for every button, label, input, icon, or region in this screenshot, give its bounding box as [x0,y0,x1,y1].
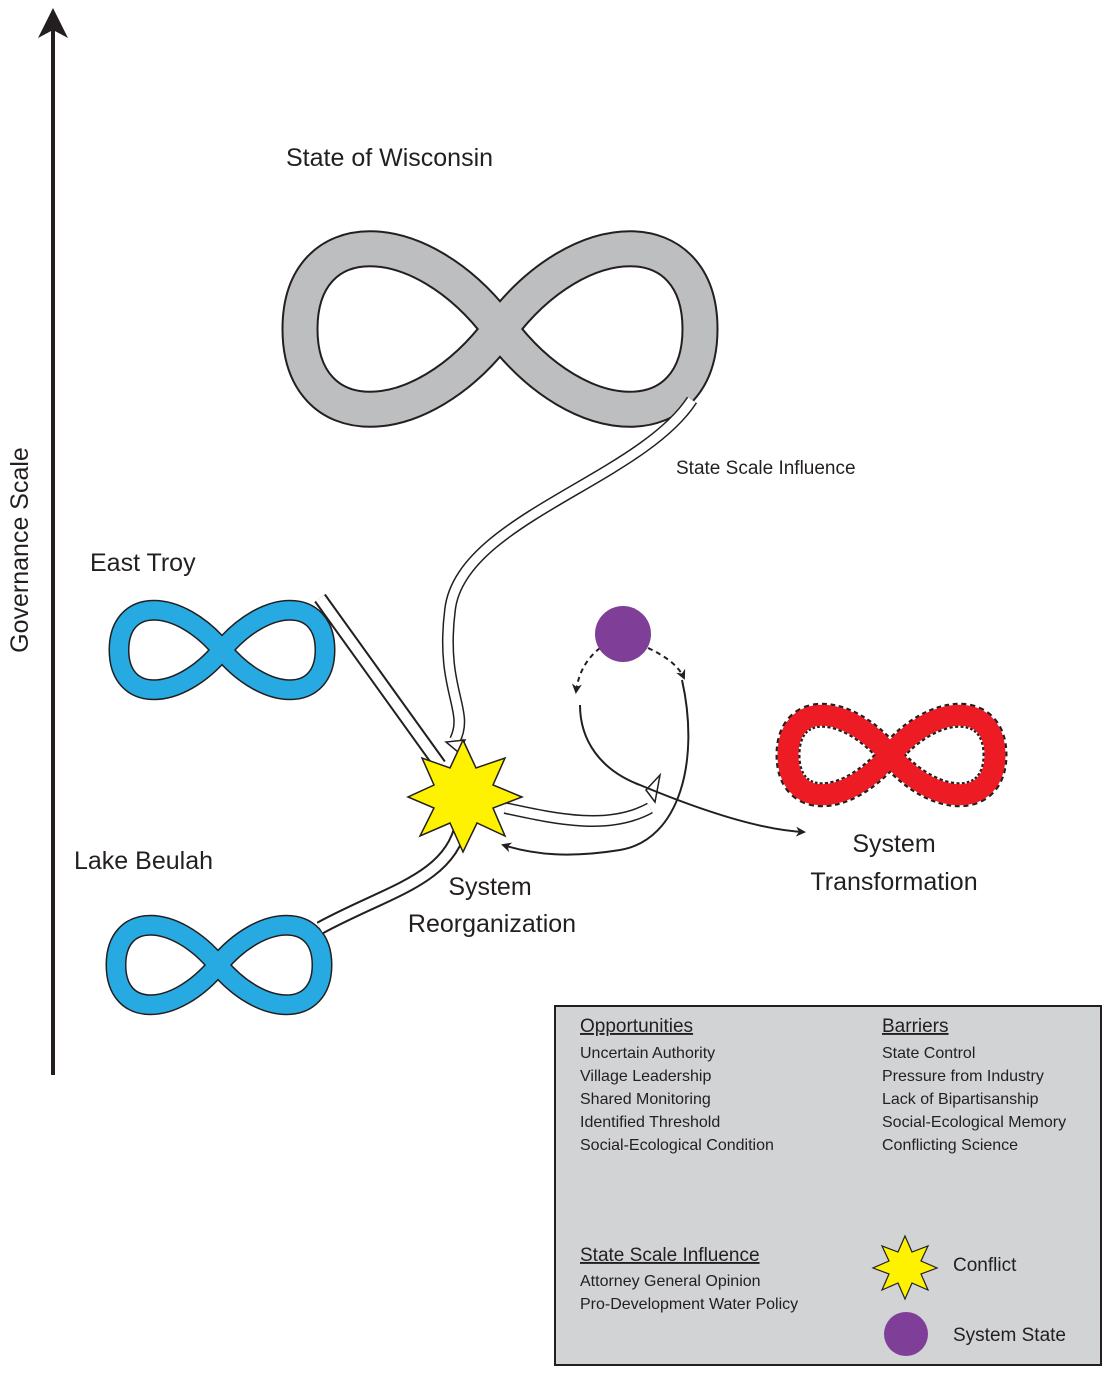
legend-state-influence: State Scale Influence Attorney General O… [580,1245,798,1313]
opportunities-title: Opportunities [580,1016,693,1037]
transformation-band [777,704,1006,806]
opportunity-item: Identified Threshold [580,1114,720,1131]
opportunity-item: Village Leadership [580,1068,711,1085]
influence-pathways: State Scale Influence [314,396,856,935]
axis-arrowhead-icon [38,8,68,38]
transformation-label-line2: Transformation [810,868,977,896]
opportunity-item: Uncertain Authority [580,1045,715,1062]
barrier-item: Pressure from Industry [882,1068,1044,1085]
barrier-item: Lack of Bipartisanship [882,1091,1039,1108]
transformation-cycle: System Transformation [775,702,1008,896]
lake-beulah-band [107,916,331,1014]
opportunity-item: Social-Ecological Condition [580,1137,774,1154]
reorganization-label-line2: Reorganization [408,910,576,938]
axis-label: Governance Scale [6,447,34,653]
east-troy-band [110,601,334,699]
state-dashed-left [571,647,601,694]
path-to-transformation [579,704,806,837]
lake-beulah-cycle: Lake Beulah [74,847,333,1016]
governance-scale-axis: Governance Scale [6,8,68,1075]
system-state-icon [884,1312,928,1356]
barrier-item: Social-Ecological Memory [882,1114,1066,1131]
state-influence-item: Attorney General Opinion [580,1273,761,1290]
state-influence-arrow [441,396,698,743]
legend-barriers: Barriers State Control Pressure from Ind… [882,1016,1066,1154]
barrier-item: State Control [882,1045,975,1062]
legend-background [554,1005,1102,1366]
feedback-to-reorganization [501,679,690,856]
barriers-title: Barriers [882,1016,949,1037]
conflict-label: Conflict [953,1255,1017,1276]
state-of-wisconsin-cycle: State of Wisconsin [281,144,719,428]
legend-conflict: Conflict [871,1234,1017,1301]
state-influence-title: State Scale Influence [580,1245,760,1266]
conflict-star-icon [406,738,525,854]
system-state-label: System State [953,1325,1066,1346]
system-state-circle [595,606,651,662]
reorganization-label-line1: System [448,873,531,901]
east-troy-label: East Troy [90,549,196,577]
barrier-item: Conflicting Science [882,1137,1018,1154]
state-cycle-band [283,232,717,426]
feedback-arrows [501,647,806,856]
state-label: State of Wisconsin [286,144,493,172]
conflict-icon [871,1234,939,1301]
legend: Opportunities Uncertain Authority Villag… [554,1005,1102,1366]
lake-beulah-label: Lake Beulah [74,847,213,875]
opportunity-item: Shared Monitoring [580,1091,711,1108]
state-dashed-right [647,647,686,680]
reorganization-node: System Reorganization [406,738,576,938]
east-troy-cycle: East Troy [90,549,336,701]
legend-opportunities: Opportunities Uncertain Authority Villag… [580,1016,774,1154]
transformation-label-line1: System [852,830,935,858]
legend-system-state: System State [884,1312,1066,1356]
state-influence-item: Pro-Development Water Policy [580,1296,798,1313]
state-influence-label: State Scale Influence [676,458,856,479]
